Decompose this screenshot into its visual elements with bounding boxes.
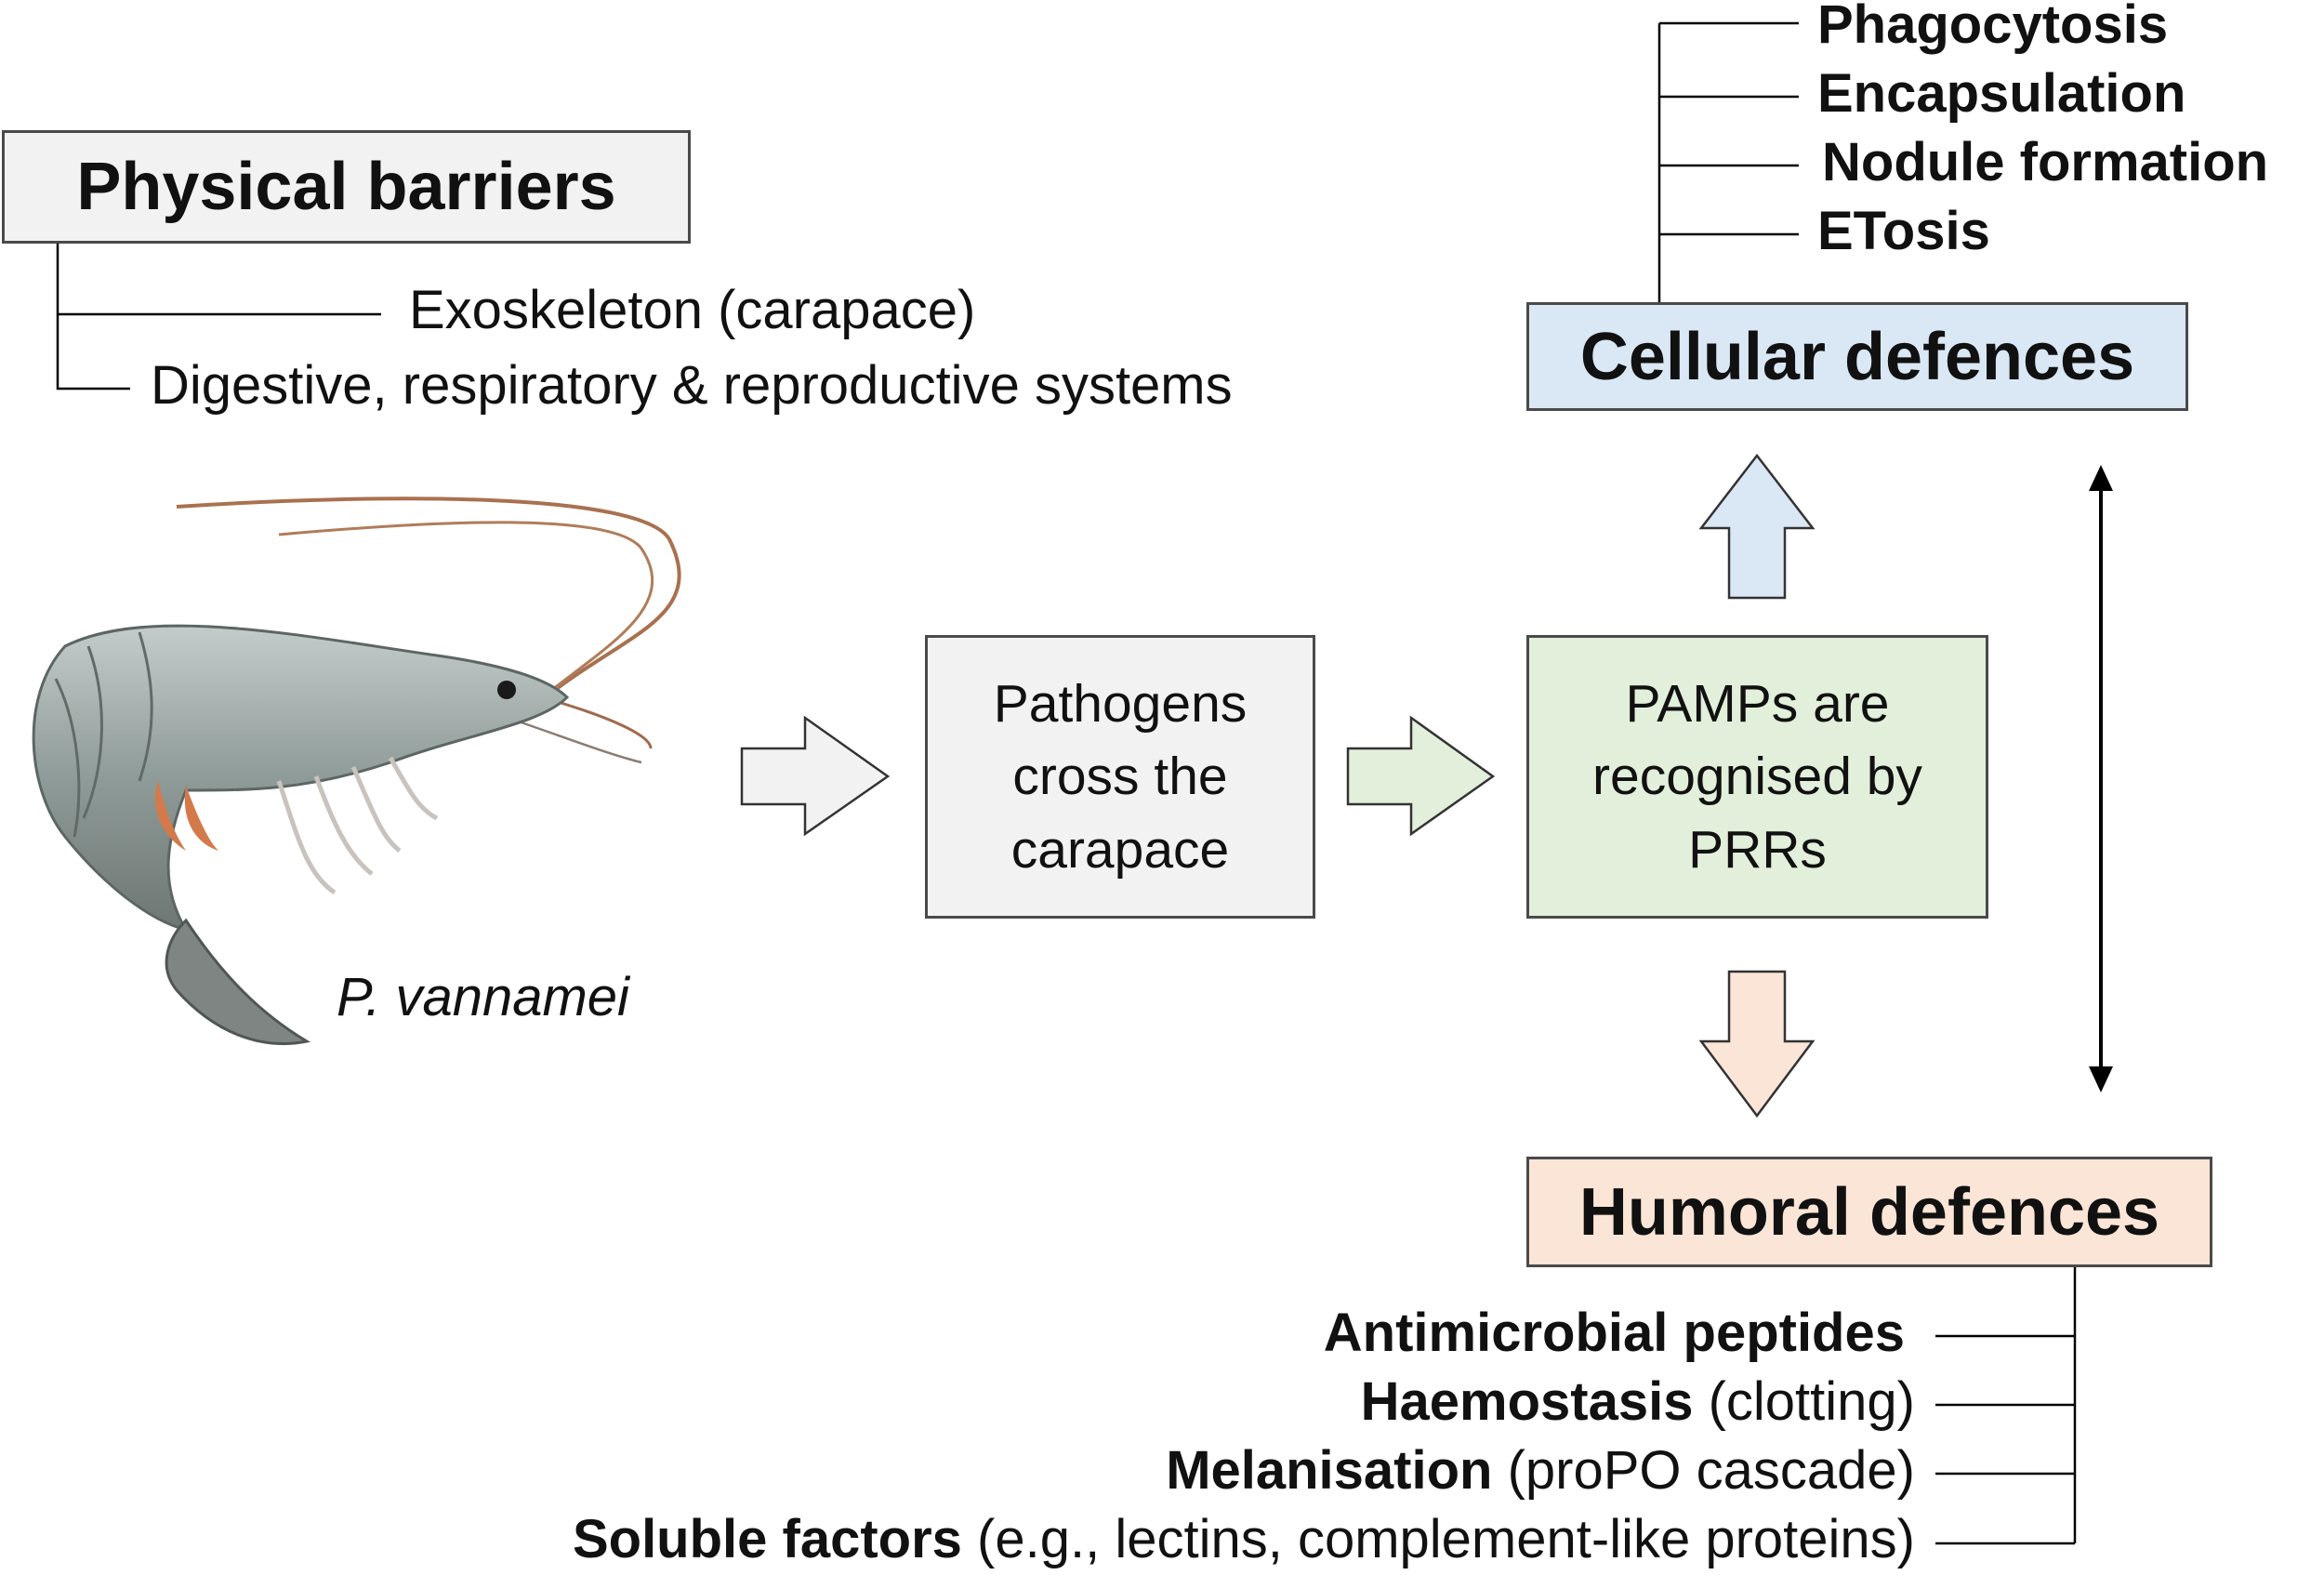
pamps-line: recognised by bbox=[1592, 747, 1922, 807]
pamps-line: PAMPs are bbox=[1625, 674, 1890, 735]
cellular-defence-item: ETosis bbox=[1817, 201, 1990, 261]
pathogens-box: Pathogens cross the carapace bbox=[925, 635, 1315, 919]
physical-barrier-item: Exoskeleton (carapace) bbox=[409, 280, 976, 340]
humoral-defences-box: Humoral defences bbox=[1526, 1157, 2212, 1267]
humoral-defences-connectors bbox=[1935, 1267, 2077, 1545]
physical-barriers-title: Physical barriers bbox=[76, 150, 616, 224]
cellular-defences-connectors bbox=[1657, 21, 1799, 302]
cellular-defence-item: Phagocytosis bbox=[1817, 0, 2169, 55]
pathogens-line: cross the bbox=[1012, 747, 1228, 807]
physical-barriers-box: Physical barriers bbox=[2, 130, 691, 244]
pathogens-line: carapace bbox=[1010, 819, 1230, 880]
species-label: P. vannamei bbox=[337, 967, 629, 1027]
cellular-defences-title: Cellular defences bbox=[1579, 319, 2135, 394]
physical-barrier-item: Digestive, respiratory & reproductive sy… bbox=[151, 355, 1233, 416]
humoral-defences-title: Humoral defences bbox=[1578, 1174, 2160, 1250]
shrimp-image bbox=[32, 496, 681, 1046]
pathogens-line: Pathogens bbox=[993, 674, 1248, 735]
humoral-defence-item: Antimicrobial peptides bbox=[1323, 1303, 1905, 1363]
humoral-defence-item: Melanisation (proPO cascade) bbox=[1166, 1440, 1915, 1501]
cellular-defences-box: Cellular defences bbox=[1526, 302, 2188, 411]
arrow-up-to-cellular bbox=[1698, 453, 1816, 600]
pamps-line: PRRs bbox=[1688, 819, 1827, 880]
cellular-defence-item: Nodule formation bbox=[1822, 132, 2269, 192]
arrow-down-to-humoral bbox=[1698, 970, 1816, 1118]
double-headed-arrow bbox=[2089, 465, 2113, 1092]
pamps-box: PAMPs are recognised by PRRs bbox=[1526, 635, 1988, 919]
humoral-defence-item: Soluble factors (e.g., lectins, compleme… bbox=[572, 1509, 1915, 1569]
physical-barriers-connectors bbox=[56, 244, 381, 390]
arrow-pathogens-to-pamps bbox=[1346, 715, 1496, 837]
arrow-shrimp-to-pathogens bbox=[740, 715, 891, 837]
cellular-defence-item: Encapsulation bbox=[1817, 63, 2186, 124]
humoral-defence-item: Haemostasis (clotting) bbox=[1360, 1371, 1915, 1432]
